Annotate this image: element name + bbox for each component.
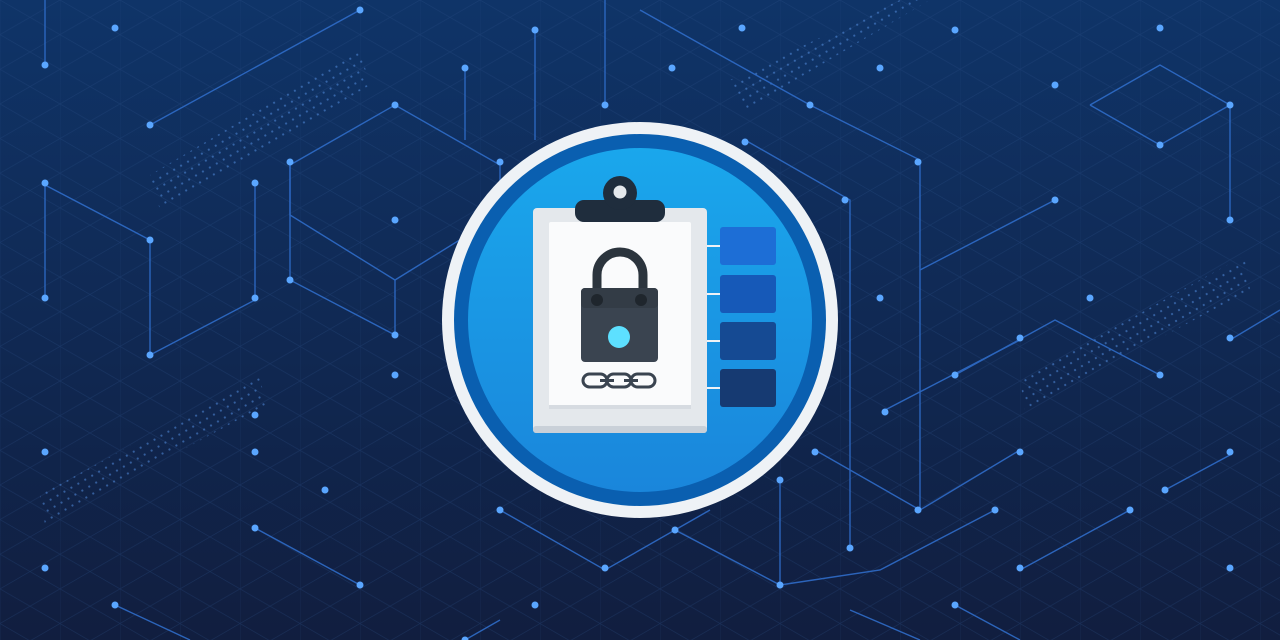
checklist-box-1 (720, 227, 776, 265)
checklist-box-2 (720, 275, 776, 313)
clip (575, 176, 665, 222)
unlocked-padlock-icon (581, 247, 658, 362)
network-nodes (41, 6, 1234, 640)
checklist-box-3 (720, 322, 776, 360)
keyhole (608, 326, 630, 348)
checklist-box-4 (720, 369, 776, 407)
checklist-boxes (706, 227, 776, 407)
chain-link-icon (581, 372, 657, 389)
dotted-stripes (40, 0, 1250, 525)
